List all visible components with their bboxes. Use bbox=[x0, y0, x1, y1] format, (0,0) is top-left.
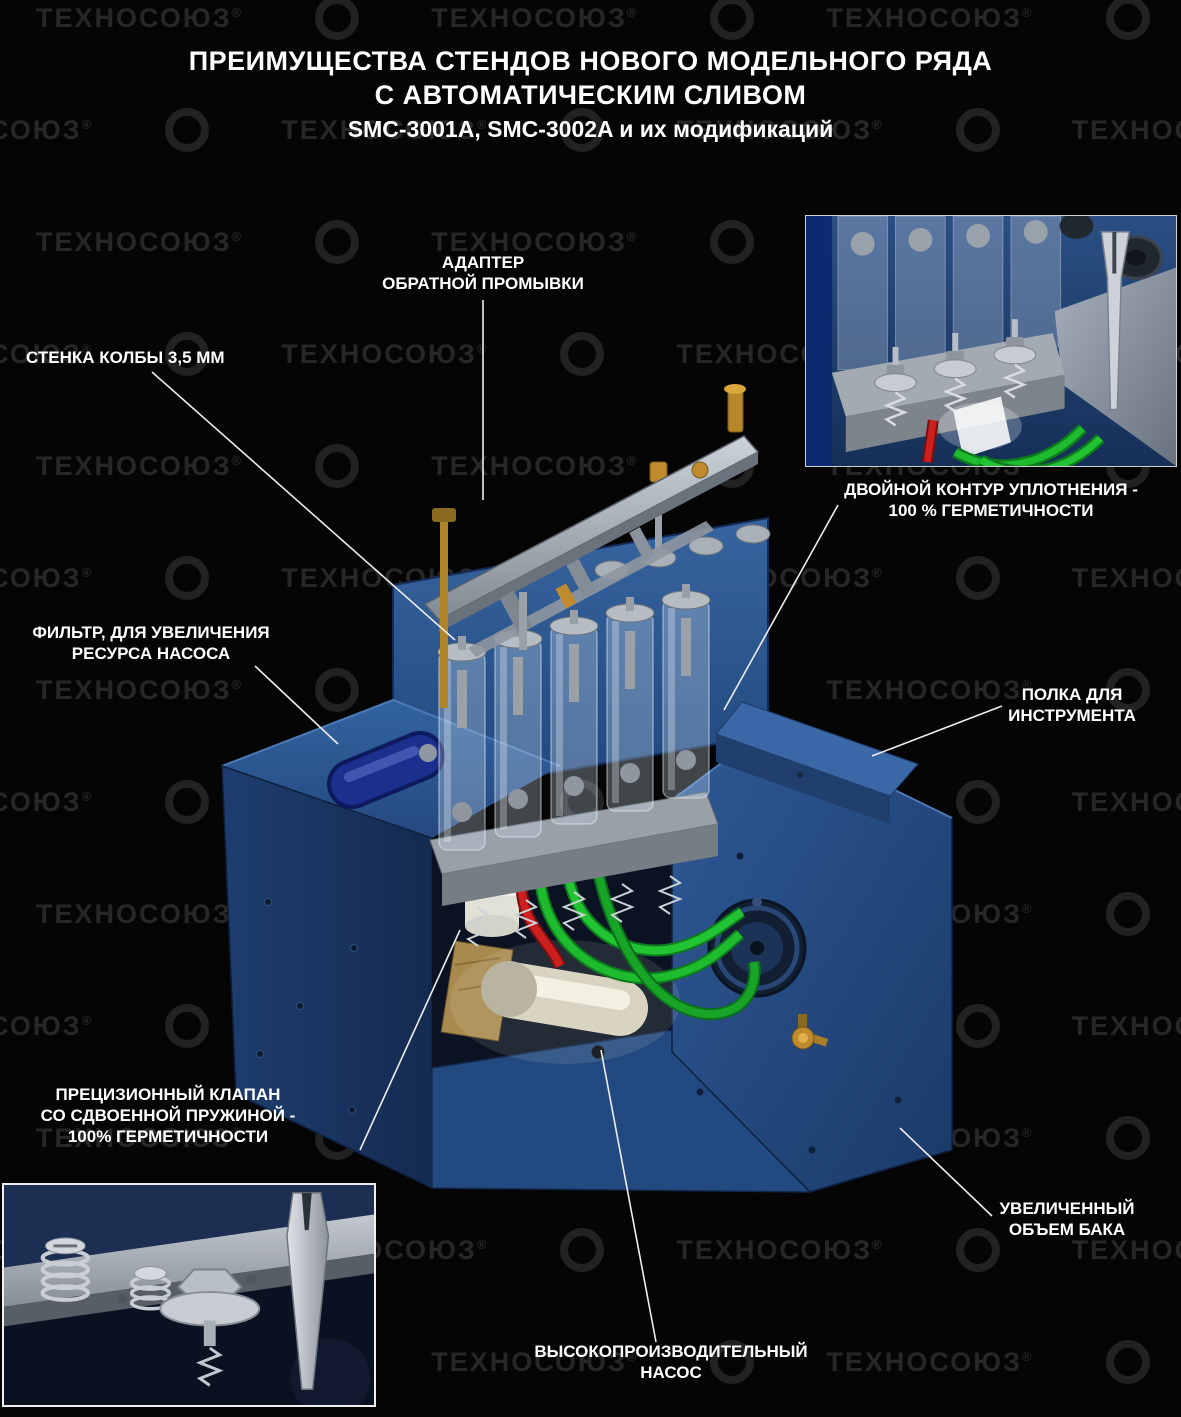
title-line-3: SMC-3001A, SMC-3002A и их модификаций bbox=[347, 116, 834, 142]
inset-precision-valve-detail bbox=[2, 1183, 376, 1407]
callout-flask-wall: СТЕНКА КОЛБЫ 3,5 ММ bbox=[26, 348, 225, 367]
valve-detail-illustration bbox=[4, 1185, 374, 1405]
callout-double-seal: ДВОЙНОЙ КОНТУР УПЛОТНЕНИЯ - 100 % ГЕРМЕТ… bbox=[844, 480, 1138, 520]
callout-tool-shelf: ПОЛКА ДЛЯ ИНСТРУМЕНТА bbox=[1008, 685, 1136, 725]
title-block: ПРЕИМУЩЕСТВА СТЕНДОВ НОВОГО МОДЕЛЬНОГО Р… bbox=[0, 44, 1181, 144]
seal-detail-illustration bbox=[806, 216, 1176, 466]
callout-backflush-adapter: АДАПТЕР ОБРАТНОЙ ПРОМЫВКИ bbox=[382, 253, 584, 293]
callout-pump: ВЫСОКОПРОИЗВОДИТЕЛЬНЫЙ НАСОС bbox=[534, 1342, 808, 1382]
callout-precision-valve: ПРЕЦИЗИОННЫЙ КЛАПАН СО СДВОЕННОЙ ПРУЖИНО… bbox=[40, 1085, 296, 1146]
callout-pump-filter: ФИЛЬТР, ДЛЯ УВЕЛИЧЕНИЯ РЕСУРСА НАСОСА bbox=[32, 623, 270, 663]
callout-tank-volume: УВЕЛИЧЕННЫЙ ОБЪЕМ БАКА bbox=[999, 1199, 1135, 1239]
inset-double-seal-detail bbox=[805, 215, 1177, 467]
title-line-1: ПРЕИМУЩЕСТВА СТЕНДОВ НОВОГО МОДЕЛЬНОГО Р… bbox=[188, 46, 993, 76]
title-line-2: С АВТОМАТИЧЕСКИМ СЛИВОМ bbox=[374, 80, 807, 110]
